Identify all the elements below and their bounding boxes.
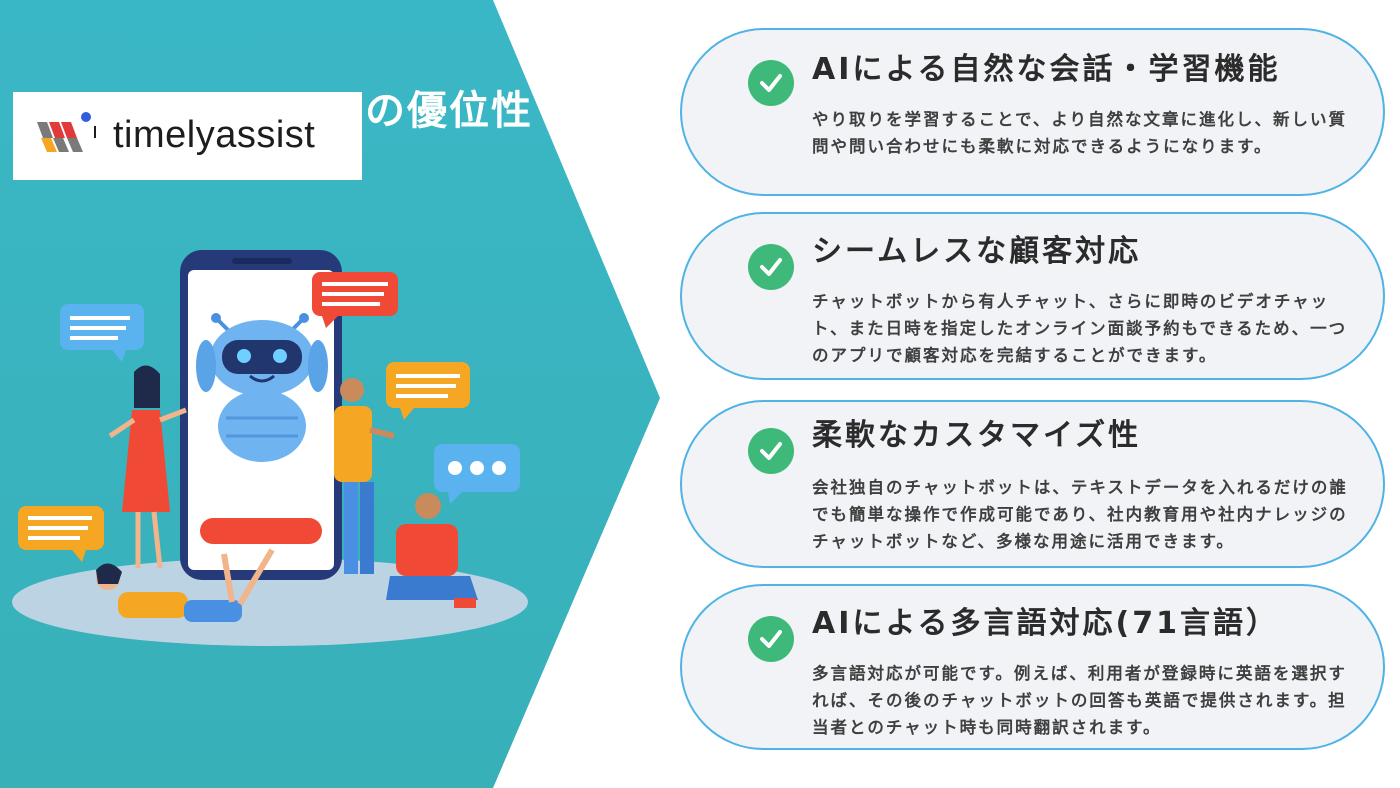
feature-card: 柔軟なカスタマイズ性 会社独自のチャットボットは、テキストデータを入れるだけの誰… bbox=[680, 400, 1385, 568]
phone-button-shape bbox=[200, 518, 322, 544]
speech-bubble-icon bbox=[18, 506, 104, 562]
speech-bubble-icon bbox=[60, 304, 144, 362]
person-icon bbox=[96, 548, 275, 622]
speech-bubble-icon bbox=[434, 444, 520, 504]
speech-bubble-icon bbox=[312, 272, 398, 328]
feature-title: AIによる自然な会話・学習機能 bbox=[812, 52, 1281, 87]
feature-card: AIによる自然な会話・学習機能 やり取りを学習することで、より自然な文章に進化し… bbox=[680, 28, 1385, 196]
logo-text: timelyassist bbox=[113, 114, 316, 156]
feature-description: 会社独自のチャットボットは、テキストデータを入れるだけの誰でも簡単な操作で作成可… bbox=[812, 478, 1348, 551]
checkmark-icon bbox=[748, 244, 794, 290]
brand-logo: timelyassist bbox=[13, 92, 362, 180]
checkmark-icon bbox=[748, 60, 794, 106]
robot-icon bbox=[196, 313, 328, 462]
feature-title: 柔軟なカスタマイズ性 bbox=[812, 418, 1142, 453]
checkmark-icon bbox=[748, 428, 794, 474]
person-icon bbox=[386, 493, 478, 608]
person-icon bbox=[108, 365, 187, 569]
feature-description: チャットボットから有人チャット、さらに即時のビデオチャット、また日時を指定したオ… bbox=[812, 292, 1348, 365]
person-icon bbox=[334, 378, 395, 574]
speech-bubble-icon bbox=[386, 362, 470, 420]
feature-description: 多言語対応が可能です。例えば、利用者が登録時に英語を選択すれば、その後のチャット… bbox=[812, 664, 1347, 737]
page-heading: の優位性 bbox=[365, 88, 533, 134]
checkmark-icon bbox=[748, 616, 794, 662]
feature-title: AIによる多言語対応(71言語） bbox=[812, 606, 1279, 641]
feature-card: AIによる多言語対応(71言語） 多言語対応が可能です。例えば、利用者が登録時に… bbox=[680, 584, 1385, 750]
feature-title: シームレスな顧客対応 bbox=[812, 234, 1142, 269]
chatbot-illustration bbox=[12, 250, 528, 646]
feature-description: やり取りを学習することで、より自然な文章に進化し、新しい質問や問い合わせにも柔軟… bbox=[812, 110, 1348, 156]
feature-card: シームレスな顧客対応 チャットボットから有人チャット、さらに即時のビデオチャット… bbox=[680, 212, 1385, 380]
logo-mark-icon bbox=[37, 112, 96, 152]
